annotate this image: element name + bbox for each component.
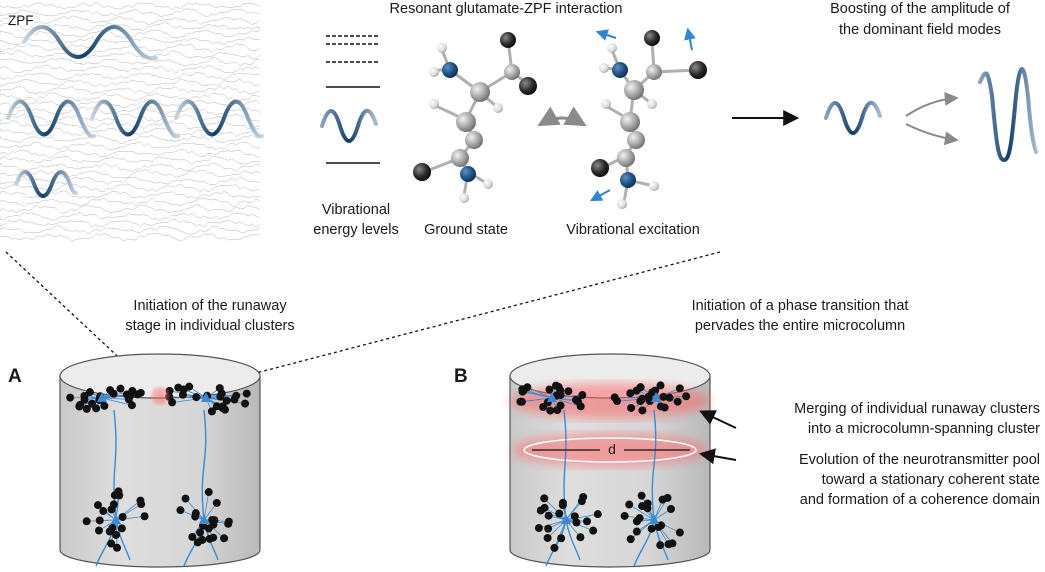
evolution-label-1: Evolution of the neurotransmitter pool — [799, 452, 1040, 468]
boost-large-wave — [978, 67, 1038, 163]
merging-arrow — [699, 410, 737, 429]
boost-label-2: the dominant field modes — [838, 22, 1001, 38]
zpf-waves — [6, 25, 264, 198]
zpf-wave-mid-2 — [90, 99, 180, 139]
runaway-label-2: stage in individual clusters — [125, 318, 295, 334]
energy-levels-label-1: Vibrational — [321, 202, 391, 218]
evolution-label-3: and formation of a coherence domain — [799, 492, 1040, 508]
excitation-label: Vibrational excitation — [566, 222, 700, 238]
zpf-wave-mid-3 — [174, 99, 264, 139]
microcolumn-b — [509, 353, 711, 568]
merging-label-1: Merging of individual runaway clusters — [794, 401, 1040, 417]
ground-excited-double-arrow — [537, 106, 587, 127]
runaway-label-1: Initiation of the runaway — [133, 298, 287, 314]
zpf-wave-short — [14, 170, 78, 198]
merging-label-2: into a microcolumn-spanning cluster — [807, 421, 1040, 437]
ground-state-label: Ground state — [424, 222, 508, 238]
energy-level-wave — [320, 108, 378, 143]
boost-arrow-down — [905, 123, 959, 146]
phase-label-1: Initiation of a phase transition that — [691, 298, 909, 314]
vibration-arrow-3 — [589, 189, 611, 202]
runaway-glow — [149, 385, 171, 407]
panel-b-label: B — [454, 366, 468, 387]
zpf-wave-mid-1 — [6, 99, 96, 139]
glutamate-excited-state — [589, 27, 707, 209]
glutamate-ground-state — [413, 32, 537, 203]
interaction-title: Resonant glutamate-ZPF interaction — [389, 1, 623, 17]
coherence-domain-ring — [523, 437, 697, 463]
evolution-label-2: toward a stationary coherent state — [821, 472, 1040, 488]
phase-label-2: pervades the entire microcolumn — [694, 318, 906, 334]
zpf-label: ZPF — [8, 13, 34, 28]
boost-arrow-up — [905, 91, 959, 117]
microcolumn-a — [59, 353, 261, 568]
evolution-arrow — [698, 448, 737, 465]
boost-small-wave — [824, 100, 882, 135]
boost-label-1: Boosting of the amplitude of — [830, 1, 1010, 17]
panel-a-label: A — [8, 366, 22, 387]
zpf-wave-long — [22, 25, 158, 61]
vibration-arrow-1 — [595, 29, 617, 41]
energy-levels-label-2: energy levels — [313, 222, 399, 238]
d-label: d — [608, 441, 616, 457]
vibration-arrow-2 — [683, 27, 696, 51]
coherence-domain-glow — [512, 433, 708, 467]
energy-levels — [326, 35, 380, 164]
zoom-line-right — [167, 251, 721, 397]
